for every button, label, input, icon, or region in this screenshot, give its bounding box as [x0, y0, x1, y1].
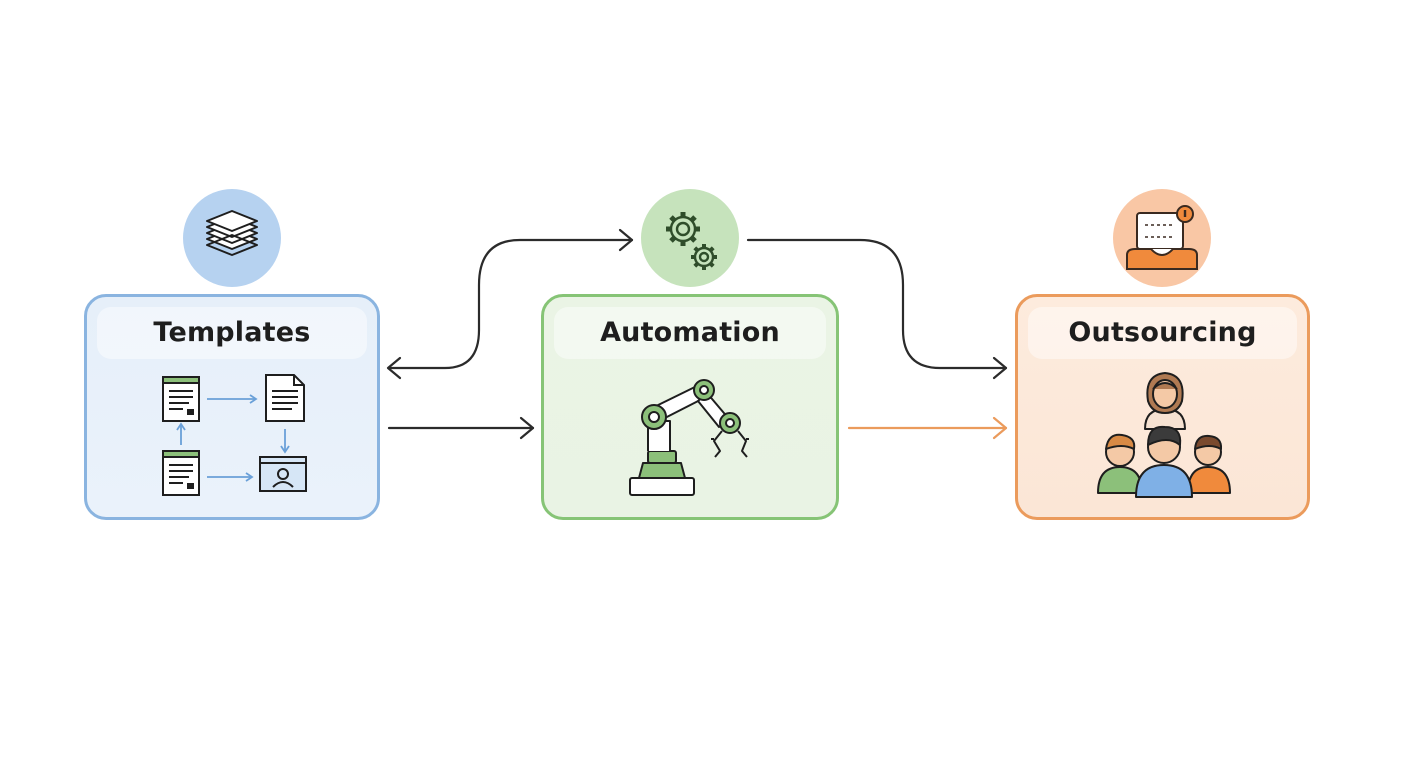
- templates-header: [97, 307, 367, 359]
- outsourcing-header: [1028, 307, 1297, 359]
- gears-icon: [666, 212, 717, 270]
- outsourcing-title: Outsourcing: [1068, 317, 1257, 348]
- templates-badge: [183, 189, 281, 287]
- outsourcing-badge: [1113, 189, 1211, 287]
- document-flow-icon: [162, 374, 307, 496]
- connector-automation-to-outsourcing-top: [746, 238, 1008, 380]
- templates-title: Templates: [153, 317, 311, 348]
- outsourcing-node: Outsourcing: [1015, 294, 1310, 520]
- team-people-icon: [1097, 372, 1231, 498]
- connector-automation-to-templates: [386, 228, 634, 380]
- automation-badge: [641, 189, 739, 287]
- automation-header: [554, 307, 826, 359]
- connector-templates-to-automation: [387, 416, 535, 440]
- automation-node: Automation: [541, 294, 839, 520]
- robotic-arm-icon: [629, 379, 749, 496]
- templates-node: Templates: [84, 294, 380, 520]
- support-agent-icon: [1126, 205, 1198, 270]
- connector-automation-to-outsourcing-bottom: [847, 416, 1008, 440]
- stacked-layers-icon: [206, 210, 258, 256]
- automation-title: Automation: [600, 317, 780, 348]
